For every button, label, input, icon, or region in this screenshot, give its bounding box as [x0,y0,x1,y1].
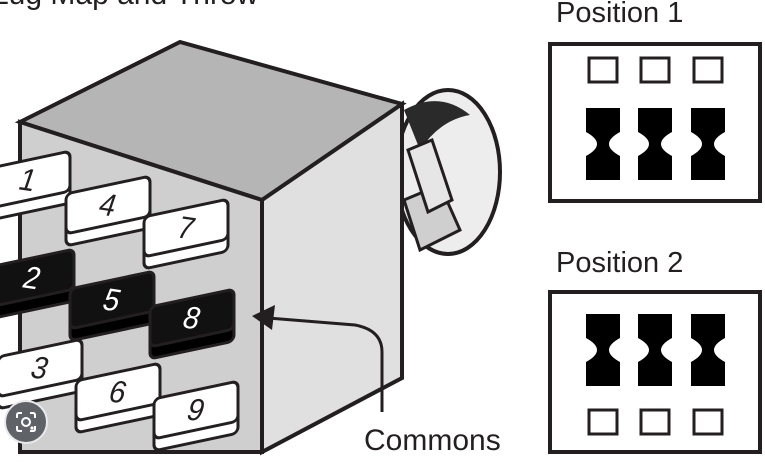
closed-contact-bridge-3 [691,314,725,386]
commons-pointer: Commons [252,305,501,457]
open-contact-2 [639,408,671,436]
position-2-label: Position 2 [556,247,683,279]
solder-lug-face [74,362,162,422]
solder-lug-7: 7 [142,198,230,270]
solder-lug-1: 1 [0,150,72,222]
solder-lug-face [68,270,156,330]
commons-arrowhead [252,305,275,330]
open-contact-3 [692,408,724,436]
commons-arrow [267,316,384,412]
position-1-contacts [586,56,725,180]
closed-contact-bridge-1 [586,108,620,180]
open-contact-2 [639,56,671,84]
image-search-button[interactable] [4,400,48,444]
closed-contact-bridge-1 [586,314,620,386]
solder-lug-face [0,338,84,398]
switch-side-face [260,100,404,456]
solder-lug-face [148,288,236,348]
solder-lug-5: 5 [68,270,156,342]
solder-lug-face [152,380,240,440]
solder-lug-2: 2 [0,248,76,320]
solder-lug-face [64,175,152,235]
solder-lug-6: 6 [74,362,162,434]
switch-bushing [394,88,502,256]
solder-lug-face [142,198,230,258]
solder-lug-face [0,150,72,210]
position-2-contacts [586,314,725,436]
solder-lug-4: 4 [64,175,152,247]
solder-lug-8: 8 [148,288,236,360]
commons-label: Commons [364,424,501,457]
open-contact-3 [692,56,724,84]
open-contact-1 [587,408,619,436]
position-1-label: Position 1 [556,0,683,29]
image-search-icon [16,412,36,432]
open-contact-1 [587,56,619,84]
closed-contact-bridge-3 [691,108,725,180]
solder-lug-3: 3 [0,338,84,410]
solder-lug-9: 9 [152,380,240,452]
closed-contact-bridge-2 [638,314,672,386]
closed-contact-bridge-2 [638,108,672,180]
solder-lug-face [0,248,76,308]
diagram-title: Lug Map and Throw [0,0,259,11]
